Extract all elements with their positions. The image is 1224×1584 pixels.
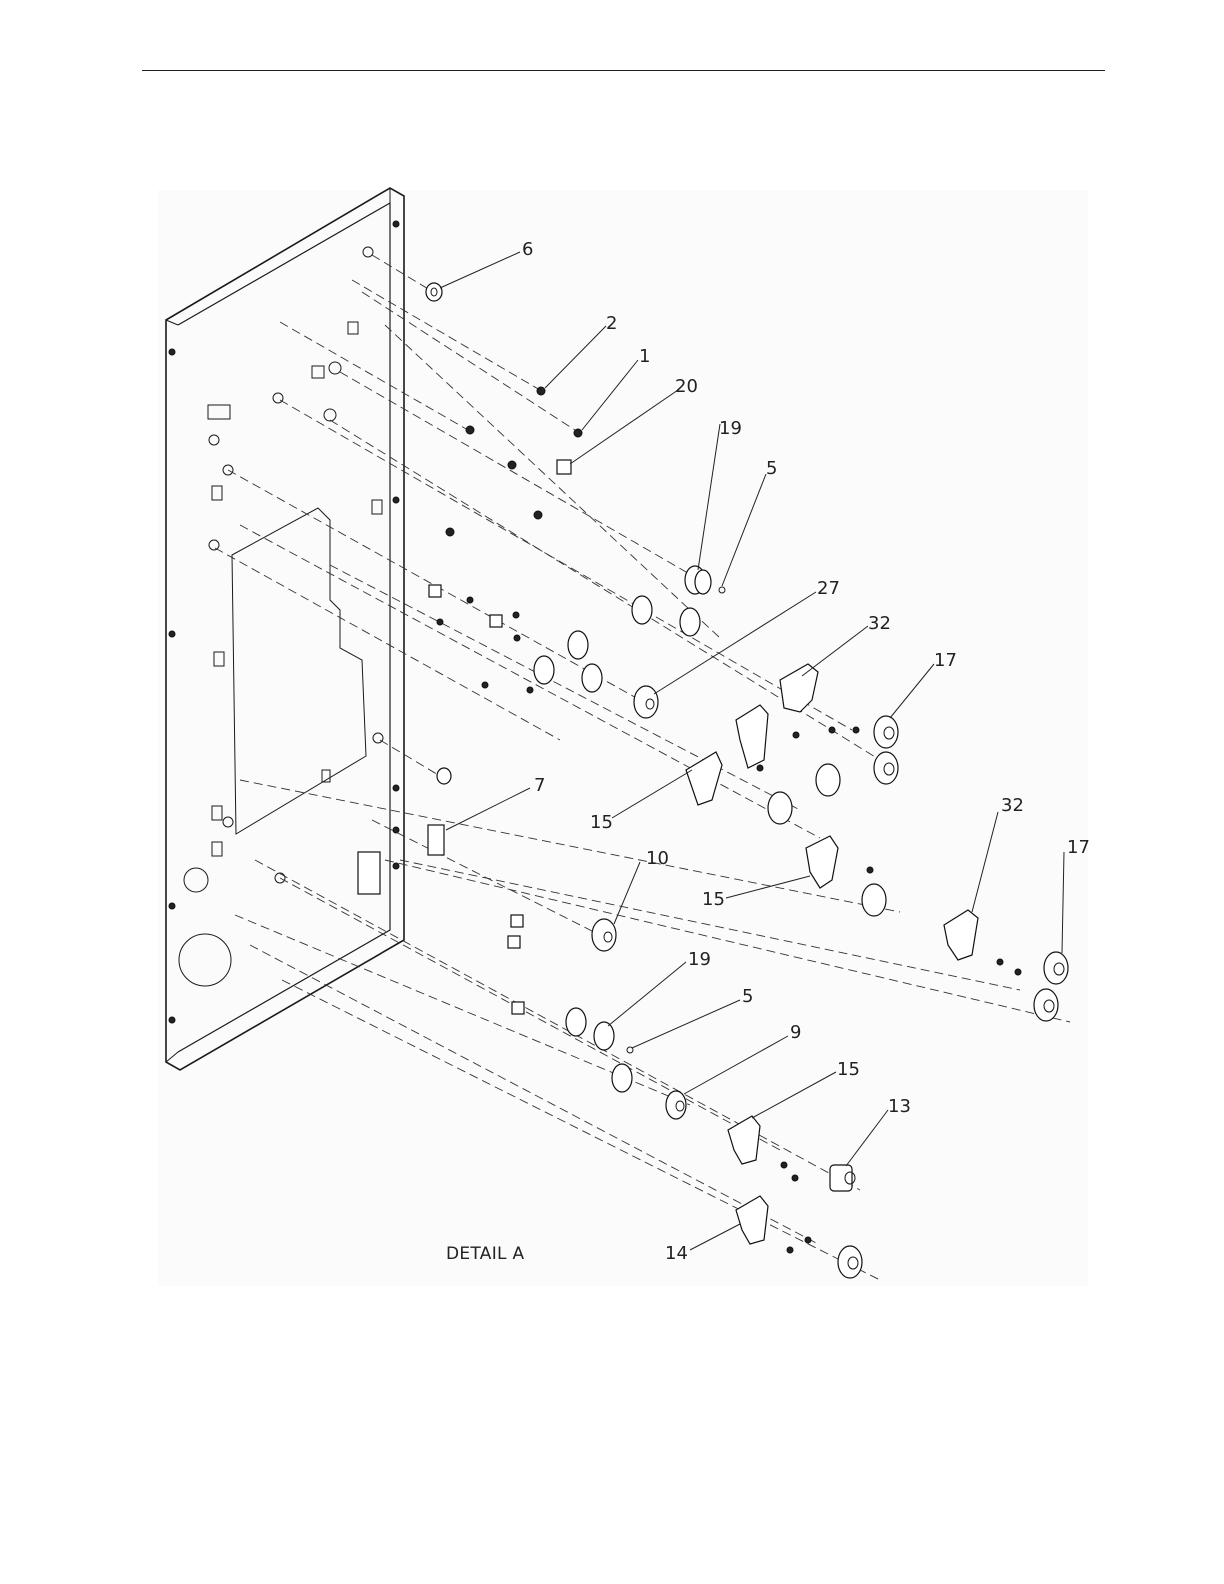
callout-15-b: 15 <box>702 889 725 910</box>
callout-7: 7 <box>534 775 545 796</box>
callout-17-lower: 17 <box>1067 837 1090 858</box>
side-panel <box>166 188 404 1070</box>
callout-20: 20 <box>675 376 698 397</box>
callout-5-upper: 5 <box>766 458 777 479</box>
callout-15-a: 15 <box>590 812 613 833</box>
parts <box>358 283 1068 1278</box>
callout-9: 9 <box>790 1022 801 1043</box>
callout-1: 1 <box>639 346 650 367</box>
callout-2: 2 <box>606 313 617 334</box>
callout-27: 27 <box>817 578 840 599</box>
callout-10: 10 <box>646 848 669 869</box>
callout-5-lower: 5 <box>742 986 753 1007</box>
callout-15-c: 15 <box>837 1059 860 1080</box>
callout-14: 14 <box>665 1243 688 1264</box>
callout-13: 13 <box>888 1096 911 1117</box>
callout-6: 6 <box>522 239 533 260</box>
detail-label: DETAIL A <box>446 1244 525 1264</box>
callout-17-upper: 17 <box>934 650 957 671</box>
callout-19-lower: 19 <box>688 949 711 970</box>
callout-32-upper: 32 <box>868 613 891 634</box>
assembly-lines <box>215 255 1070 1280</box>
callout-19-upper: 19 <box>719 418 742 439</box>
callout-32-lower: 32 <box>1001 795 1024 816</box>
